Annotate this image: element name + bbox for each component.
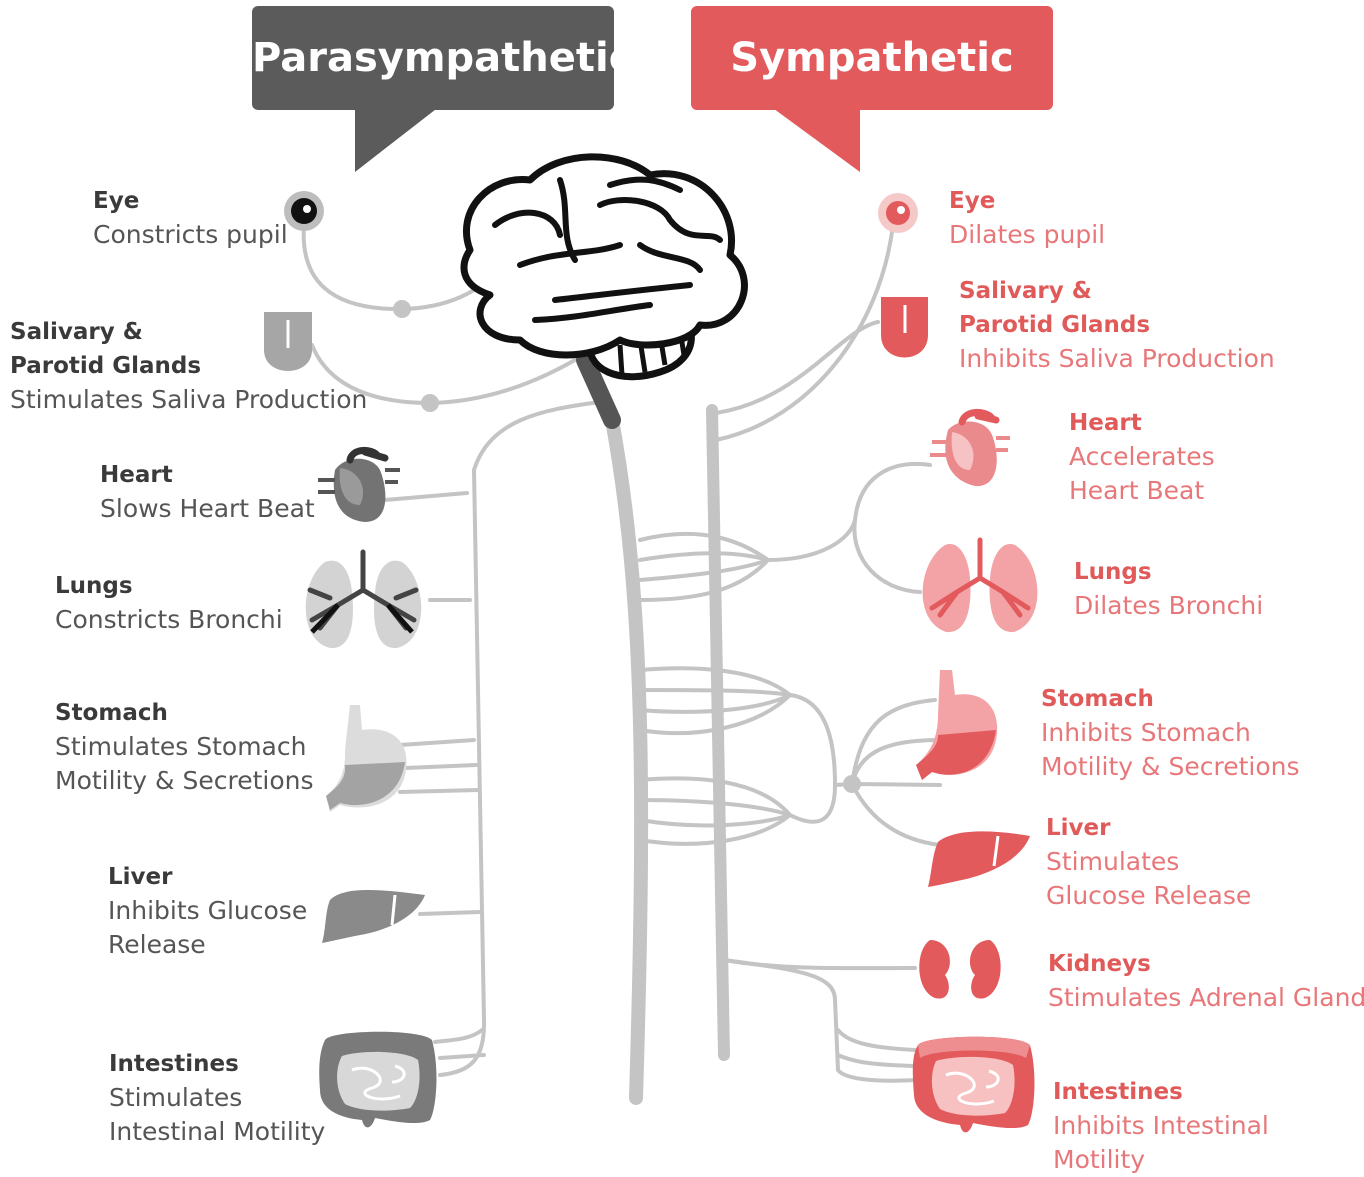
para-salivary-desc: Stimulates Saliva Production xyxy=(10,383,367,417)
para-stomach-desc-2: Motility & Secretions xyxy=(55,764,314,798)
para-eye-desc: Constricts pupil xyxy=(93,218,288,252)
symp-lungs-label: Lungs Dilates Bronchi xyxy=(1074,555,1263,623)
symp-heart-desc: Accelerates xyxy=(1069,440,1215,474)
eye-icon xyxy=(878,193,918,233)
symp-stomach-desc-2: Motility & Secretions xyxy=(1041,750,1300,784)
para-liver-desc-2: Release xyxy=(108,928,307,962)
parasympathetic-header: Parasympathetic xyxy=(252,6,614,110)
para-eye-title: Eye xyxy=(93,184,288,218)
symp-intestines-desc-2: Motility xyxy=(1053,1143,1269,1177)
heart-icon xyxy=(930,412,1010,486)
para-lungs-title: Lungs xyxy=(55,569,283,603)
junction-dot xyxy=(843,775,861,793)
symp-lungs-title: Lungs xyxy=(1074,555,1263,589)
para-heart-title: Heart xyxy=(100,458,315,492)
para-stomach-label: Stomach Stimulates Stomach Motility & Se… xyxy=(55,696,314,798)
symp-salivary-title: Salivary & xyxy=(959,274,1275,308)
sympathetic-trunk xyxy=(712,410,724,1055)
lungs-icon xyxy=(923,540,1038,632)
sympathetic-banner-pointer xyxy=(770,106,860,172)
symp-eye-title: Eye xyxy=(949,184,1105,218)
symp-liver-label: Liver Stimulates Glucose Release xyxy=(1046,811,1251,913)
symp-eye-desc: Dilates pupil xyxy=(949,218,1105,252)
liver-icon xyxy=(928,831,1030,887)
junction-dot xyxy=(393,300,411,318)
symp-intestines-desc: Inhibits Intestinal xyxy=(1053,1109,1269,1143)
symp-heart-label: Heart Accelerates Heart Beat xyxy=(1069,406,1215,508)
heart-icon xyxy=(318,450,400,522)
kidneys-icon xyxy=(919,940,1000,999)
para-heart-label: Heart Slows Heart Beat xyxy=(100,458,315,526)
spinal-cord xyxy=(612,420,641,1098)
symp-kidneys-title: Kidneys xyxy=(1048,947,1364,981)
para-salivary-label: Salivary & Parotid Glands Stimulates Sal… xyxy=(10,315,367,417)
vagus-nerve xyxy=(440,402,600,1075)
para-eye-label: Eye Constricts pupil xyxy=(93,184,288,252)
symp-eye-label: Eye Dilates pupil xyxy=(949,184,1105,252)
symp-heart-title: Heart xyxy=(1069,406,1215,440)
para-salivary-title: Salivary & xyxy=(10,315,367,349)
para-lungs-desc: Constricts Bronchi xyxy=(55,603,283,637)
symp-stomach-label: Stomach Inhibits Stomach Motility & Secr… xyxy=(1041,682,1300,784)
stomach-icon xyxy=(916,670,997,780)
para-stomach-desc: Stimulates Stomach xyxy=(55,730,314,764)
para-liver-desc: Inhibits Glucose xyxy=(108,894,307,928)
sympathetic-header: Sympathetic xyxy=(691,6,1053,110)
symp-stomach-desc: Inhibits Stomach xyxy=(1041,716,1300,750)
para-lungs-label: Lungs Constricts Bronchi xyxy=(55,569,283,637)
para-intestines-desc: Stimulates xyxy=(109,1081,325,1115)
stomach-icon xyxy=(326,705,407,812)
symp-liver-desc: Stimulates xyxy=(1046,845,1251,879)
symp-kidneys-desc: Stimulates Adrenal Gland xyxy=(1048,981,1364,1015)
junction-dot xyxy=(421,394,439,412)
symp-intestines-label: Intestines Inhibits Intestinal Motility xyxy=(1053,1075,1269,1177)
symp-intestines-title: Intestines xyxy=(1053,1075,1269,1109)
symp-salivary-label: Salivary & Parotid Glands Inhibits Saliv… xyxy=(959,274,1275,376)
symp-lungs-desc: Dilates Bronchi xyxy=(1074,589,1263,623)
tongue-icon xyxy=(881,297,928,358)
para-intestines-title: Intestines xyxy=(109,1047,325,1081)
symp-salivary-desc: Inhibits Saliva Production xyxy=(959,342,1275,376)
parasympathetic-banner-pointer xyxy=(355,106,440,172)
symp-heart-desc-2: Heart Beat xyxy=(1069,474,1215,508)
symp-salivary-title-2: Parotid Glands xyxy=(959,308,1275,342)
liver-icon xyxy=(322,890,425,943)
lungs-icon xyxy=(306,552,422,648)
intestines-icon xyxy=(913,1037,1035,1133)
para-stomach-title: Stomach xyxy=(55,696,314,730)
eye-icon xyxy=(284,191,324,231)
brain-icon xyxy=(464,157,744,377)
symp-liver-title: Liver xyxy=(1046,811,1251,845)
para-salivary-title-2: Parotid Glands xyxy=(10,349,367,383)
intestines-icon xyxy=(319,1032,436,1128)
symp-kidneys-label: Kidneys Stimulates Adrenal Gland xyxy=(1048,947,1364,1015)
symp-liver-desc-2: Glucose Release xyxy=(1046,879,1251,913)
para-intestines-desc-2: Intestinal Motility xyxy=(109,1115,325,1149)
para-liver-label: Liver Inhibits Glucose Release xyxy=(108,860,307,962)
symp-stomach-title: Stomach xyxy=(1041,682,1300,716)
para-intestines-label: Intestines Stimulates Intestinal Motilit… xyxy=(109,1047,325,1149)
para-liver-title: Liver xyxy=(108,860,307,894)
para-heart-desc: Slows Heart Beat xyxy=(100,492,315,526)
